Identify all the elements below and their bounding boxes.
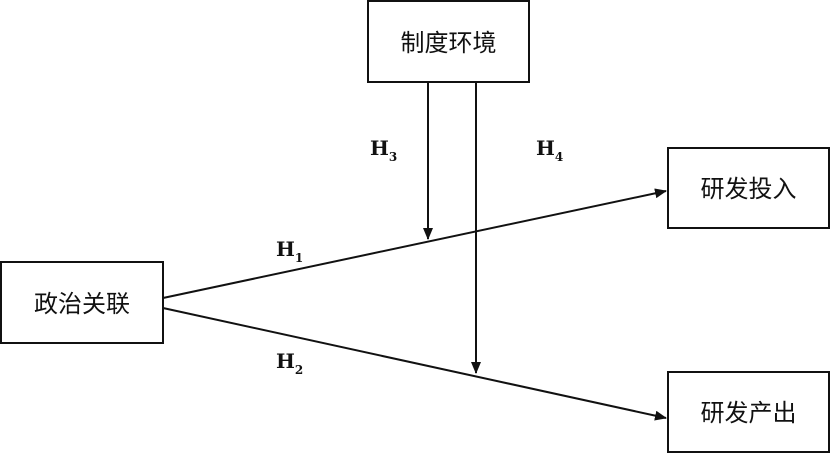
node-rd-output-label: 研发产出 [701,399,797,427]
node-rd-output: 研发产出 [667,371,830,453]
node-political-connection-label: 政治关联 [34,290,130,318]
node-institutional-environment-label: 制度环境 [401,29,497,57]
hypothesis-h4-label: H4 [536,136,563,164]
hypothesis-h1-label: H1 [276,237,303,265]
node-rd-input: 研发投入 [667,147,830,229]
hypothesis-h2-label: H2 [276,349,303,377]
node-institutional-environment: 制度环境 [367,0,530,83]
hypothesis-h3-label: H3 [370,136,397,164]
node-rd-input-label: 研发投入 [701,175,797,203]
node-political-connection: 政治关联 [0,261,164,344]
arrow-h2-political-to-rd-output [162,307,667,421]
arrow-h1-political-to-rd-input [162,188,667,299]
